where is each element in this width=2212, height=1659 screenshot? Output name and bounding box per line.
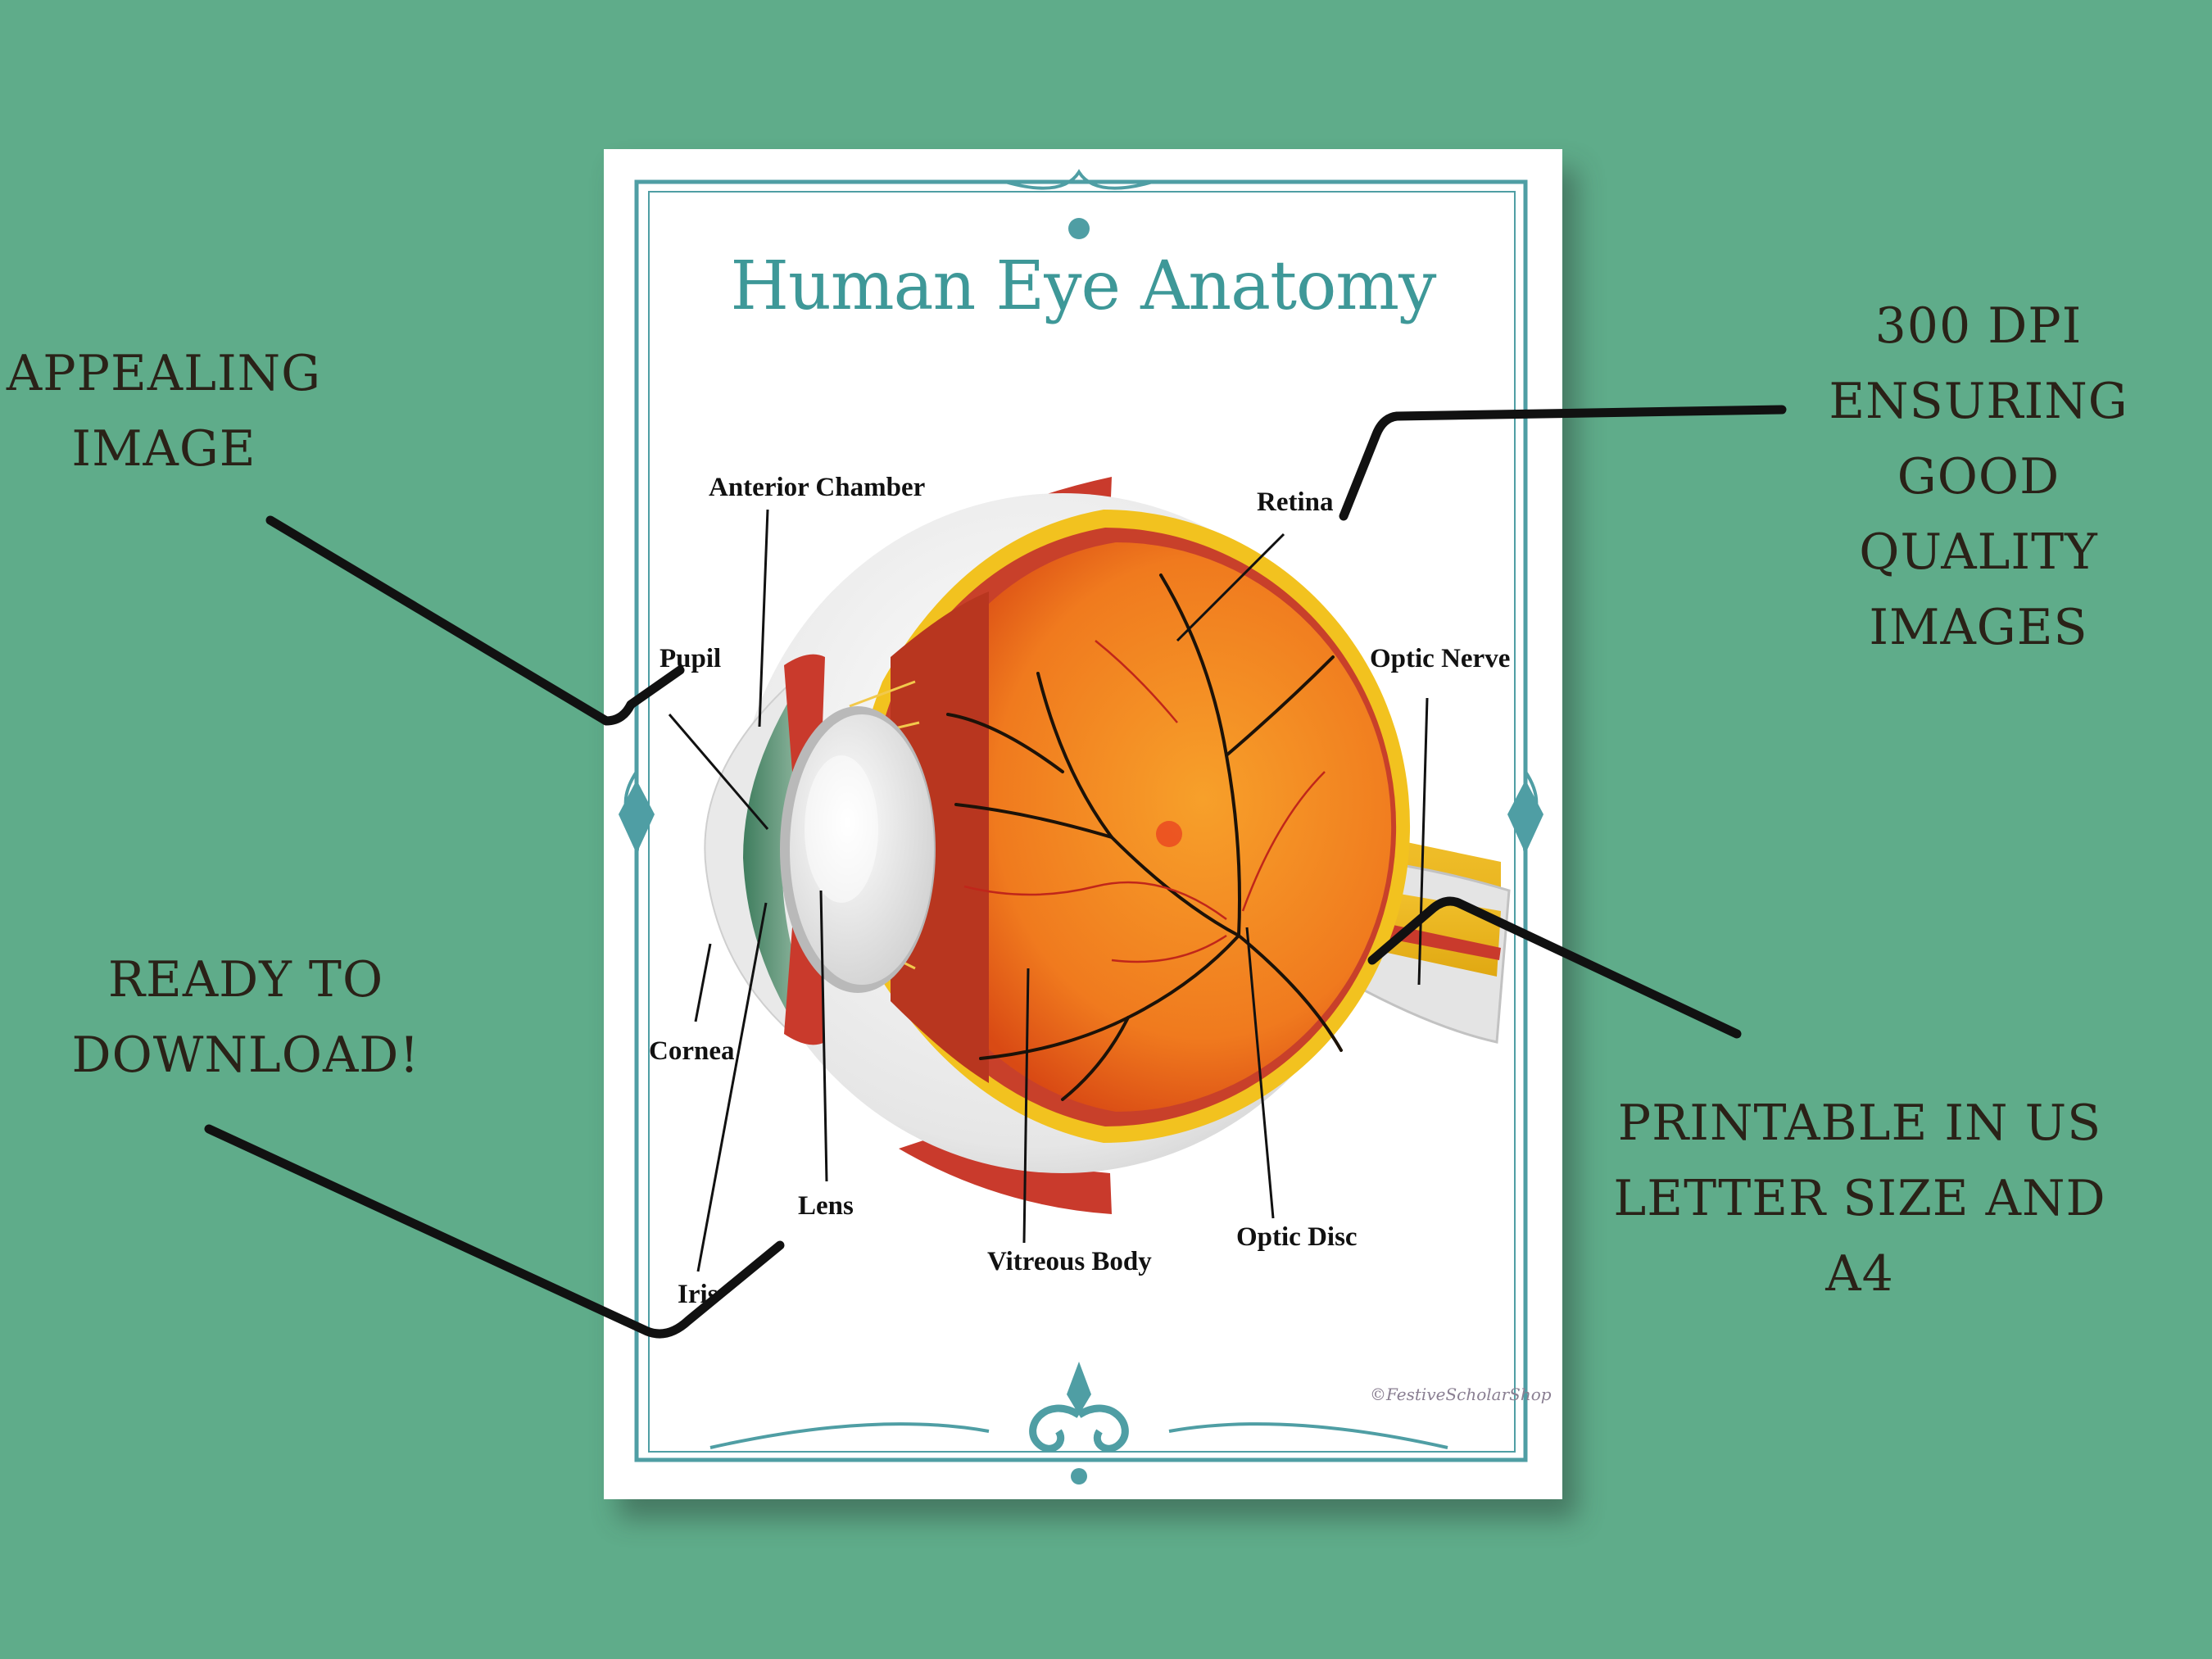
poster-artwork xyxy=(619,169,1543,1484)
fine-vessels xyxy=(963,640,1326,963)
label-optic-disc: Optic Disc xyxy=(1236,1222,1358,1252)
promo-300-dpi: 300 DPI ENSURING GOOD QUALITY IMAGES xyxy=(1794,288,2163,665)
label-pupil: Pupil xyxy=(660,644,722,673)
promo-appealing-image: APPEALING IMAGE xyxy=(0,336,328,487)
vitreous-body-shape xyxy=(895,542,1392,1112)
label-iris: Iris xyxy=(678,1280,718,1309)
promo-line: DOWNLOAD! xyxy=(71,1027,420,1084)
promo-line: 300 DPI xyxy=(1874,297,2083,355)
promo-line: ENSURING xyxy=(1829,373,2128,430)
promo-line: READY TO xyxy=(107,951,384,1009)
label-vitreous-body: Vitreous Body xyxy=(987,1247,1152,1276)
label-anterior-chamber: Anterior Chamber xyxy=(709,473,926,502)
promo-line: PRINTABLE IN US xyxy=(1617,1095,2102,1152)
promo-printable-sizes: PRINTABLE IN US LETTER SIZE AND A4 xyxy=(1589,1086,2130,1312)
promo-line: APPEALING xyxy=(6,345,322,402)
blood-vessels xyxy=(946,573,1343,1101)
poster-title: Human Eye Anatomy xyxy=(730,247,1437,325)
ciliary-body xyxy=(891,592,989,1083)
promo-line: LETTER SIZE AND xyxy=(1613,1170,2106,1227)
label-retina: Retina xyxy=(1257,487,1334,517)
promo-ready-to-download: READY TO DOWNLOAD! xyxy=(33,942,459,1093)
shop-watermark: ©FestiveScholarShop xyxy=(1370,1385,1552,1404)
frame-dot xyxy=(1068,218,1090,239)
macula xyxy=(1156,821,1182,847)
bottom-fleur-ornament xyxy=(709,1362,1448,1484)
promo-line: IMAGE xyxy=(71,420,256,478)
promo-line: IMAGES xyxy=(1869,599,2088,656)
promo-line: A4 xyxy=(1825,1245,1894,1303)
eye-anatomy-poster: Human Eye Anatomy Anterior Chamber Retin… xyxy=(604,149,1562,1499)
label-optic-nerve: Optic Nerve xyxy=(1370,644,1511,673)
label-lens: Lens xyxy=(798,1191,854,1221)
frame-side-diamonds xyxy=(619,780,1543,854)
label-cornea: Cornea xyxy=(649,1036,735,1066)
promo-line: GOOD xyxy=(1897,448,2060,505)
promo-line: QUALITY xyxy=(1859,524,2098,581)
